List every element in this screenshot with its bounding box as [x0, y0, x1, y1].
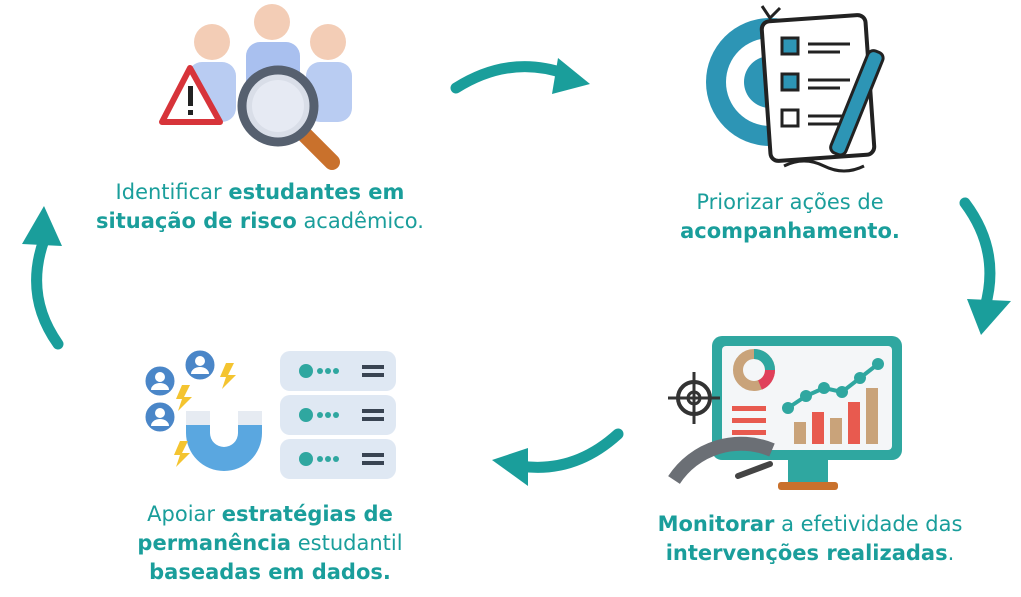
step-text: estudantil: [291, 531, 403, 555]
step-text-line: baseadas em dados.: [100, 558, 440, 587]
step-text-bold: baseadas em dados.: [149, 560, 391, 584]
step-text-line: intervenções realizadas.: [620, 539, 1000, 568]
step-text-line: Identificar estudantes em: [80, 178, 440, 207]
cycle-arrow-left: [22, 206, 64, 350]
step-text-line: situação de risco acadêmico.: [80, 207, 440, 236]
cycle-arrow-right: [959, 197, 1011, 335]
step-text: .: [947, 541, 955, 565]
people-magnifier-warning-icon: [159, 4, 352, 170]
step-text-line: Priorizar ações de: [640, 188, 940, 217]
server-magnet-users-icon: [142, 347, 396, 479]
step-text-bold: permanência: [137, 531, 292, 555]
step-text-line: Apoiar estratégias de: [100, 500, 440, 529]
step-text-line: acompanhamento.: [640, 217, 940, 246]
step-text-bold: Monitorar: [657, 512, 775, 536]
step-text: acadêmico.: [296, 209, 424, 233]
monitor-dashboard-gauge-icon: [668, 336, 902, 490]
step-text-bold: estratégias de: [221, 502, 393, 526]
step-text: Apoiar: [147, 502, 222, 526]
step-prioritize: Priorizar ações de acompanhamento.: [640, 188, 940, 246]
step-text-bold: estudantes em: [228, 180, 405, 204]
target-checklist-pen-icon: [706, 5, 885, 173]
step-text-line: Monitorar a efetividade das: [620, 510, 1000, 539]
cycle-arrow-bottom: [492, 428, 624, 486]
cycle-arrow-top: [450, 58, 590, 94]
step-text: a efetividade das: [774, 512, 963, 536]
step-text-bold: situação de risco: [96, 209, 297, 233]
step-text-bold: intervenções realizadas: [665, 541, 948, 565]
step-text: Priorizar ações de: [696, 190, 884, 214]
step-text-line: permanência estudantil: [100, 529, 440, 558]
step-text: Identificar: [115, 180, 229, 204]
step-text-bold: acompanhamento.: [680, 219, 900, 243]
